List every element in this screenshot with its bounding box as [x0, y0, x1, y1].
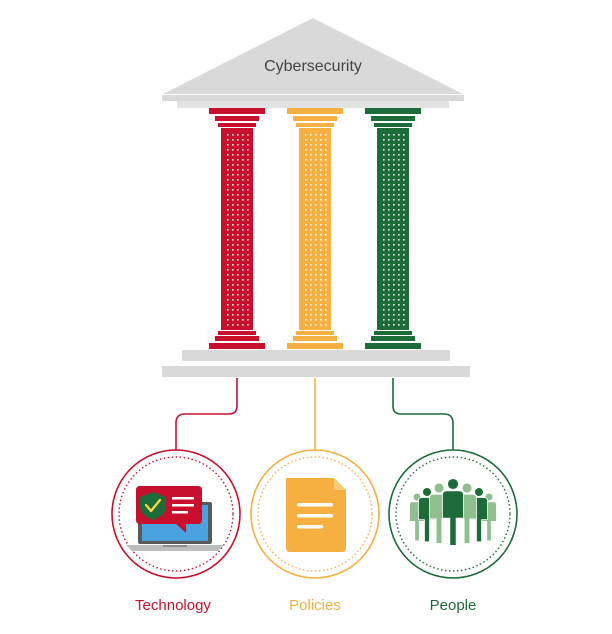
base-lower — [162, 366, 470, 377]
laptop-shield-icon — [126, 486, 224, 551]
document-icon — [286, 478, 346, 552]
roof — [163, 18, 463, 94]
label-people: People — [429, 597, 477, 614]
label-policies: Policies — [289, 597, 341, 614]
pillar-policies — [287, 108, 343, 349]
roof-title: Cybersecurity — [264, 58, 362, 75]
pillar-technology — [209, 108, 265, 349]
connector-technology — [175, 378, 238, 452]
roof-beam — [162, 95, 464, 101]
people-group-icon — [409, 478, 497, 546]
pillar-people — [365, 108, 421, 349]
label-technology: Technology — [135, 597, 211, 614]
base-upper — [182, 350, 450, 361]
roof-beam-lower — [177, 101, 449, 108]
connector-people — [392, 378, 454, 452]
